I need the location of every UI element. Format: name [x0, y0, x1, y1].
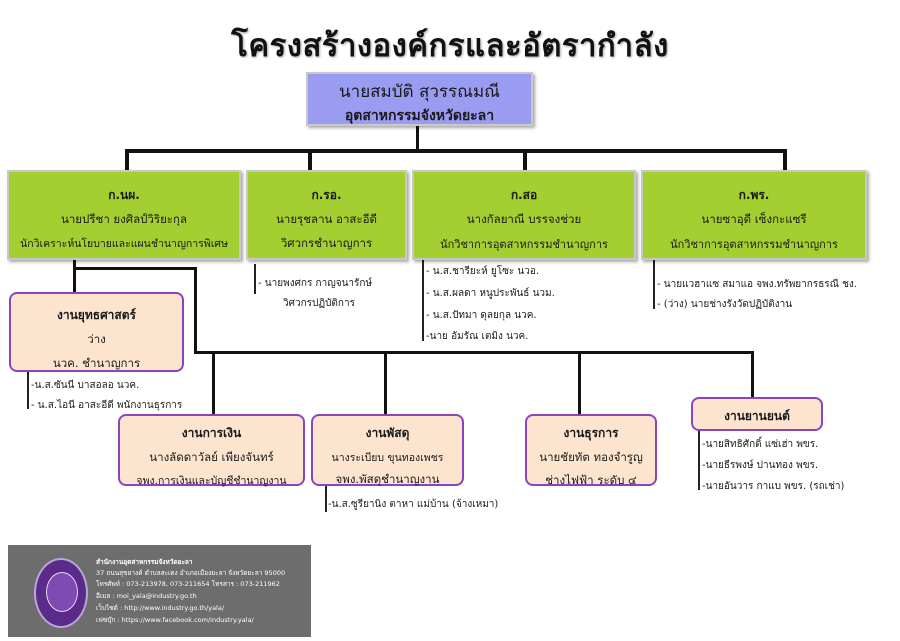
staff-item: -น.ส.ซูรียานิง ตาหา แม่บ้าน (จ้างเหมา) [328, 499, 499, 510]
staff-item: - น.ส.ไอนี อาสะอีดี พนักงานธุรการ [31, 400, 183, 411]
director-box: นายสมบัติ สุวรรณมณี อุตสาหกรรมจังหวัดยะล… [306, 72, 533, 126]
unit-title: งานยานยนต์ [724, 409, 790, 423]
division-code: ก.สอ [510, 188, 538, 202]
unit-head-position: จพง.พัสดุชำนาญงาน [335, 472, 440, 486]
staff-item: - น.ส.ปัทมา ดุลยกุล นวค. [426, 310, 537, 321]
staff-item: -นายสิทธิศักดิ์ แซ่เฮ่า พขร. [702, 439, 819, 450]
director-position: อุตสาหกรรมจังหวัดยะลา [344, 108, 495, 124]
staff-item: - นายพงศกร กาญจนารักษ์ [258, 278, 373, 289]
division-head-position: นักวิเคราะห์นโยบายและแผนชำนาญการพิเศษ [20, 238, 228, 250]
division-box-ro: ก.รอ. นายรุชลาน อาสะอีดี วิศวกรชำนาญการ [246, 170, 407, 260]
contact-panel: สำนักงานอุตสาหกรรมจังหวัดยะลา 37 ถนนสุขย… [8, 545, 311, 637]
staff-item: -น.ส.ซันนี บาสอลอ นวค. [31, 380, 140, 391]
unit-head-name: นายชัยทัต ทองจำรูญ [539, 450, 643, 464]
division-head-name: นายปรีชา ยงศิลป์วิริยะกุล [60, 212, 187, 226]
division-code: ก.รอ. [311, 188, 342, 202]
unit-head-name: นางระเบียบ ขุนทองเพชร [331, 452, 444, 464]
unit-title: งานการเงิน [181, 426, 242, 440]
staff-item: - น.ส.ชารียะห์ ยูโซะ นวอ. [426, 266, 540, 277]
unit-title: งานยุทธศาสตร์ [57, 308, 136, 322]
vehicle-unit-box: งานยานยนต์ [691, 397, 823, 431]
staff-item: -นายอันวาร กาแบ พขร. (รถเช่า) [702, 481, 845, 492]
staff-item: - นายแวฮาแซ สมาแอ จพง.ทรัพยากรธรณี ชง. [657, 279, 857, 290]
division-head-position: นักวิชาการอุตสาหกรรมชำนาญการ [440, 238, 608, 251]
contact-org: สำนักงานอุตสาหกรรมจังหวัดยะลา [96, 558, 193, 566]
division-code: ก.นผ. [108, 188, 140, 202]
division-head-name: นายรุชลาน อาสะอีดี [276, 212, 377, 226]
director-name: นายสมบัติ สุวรรณมณี [339, 82, 500, 102]
division-box-pr: ก.พร. นายซาอุดี เซ็งกะแซรี นักวิชาการอุต… [641, 170, 867, 260]
unit-line: นวค. ชำนาญการ [52, 356, 141, 370]
finance-unit-box: งานการเงิน นางลัดดาวัลย์ เพียงจันทร์ จพง… [118, 414, 305, 487]
supply-unit-box: งานพัสดุ นางระเบียบ ขุนทองเพชร จพง.พัสดุ… [311, 414, 464, 486]
division-box-so: ก.สอ นางกัลยาณี บรรจงช่วย นักวิชาการอุตส… [412, 170, 636, 260]
division-head-position: วิศวกรชำนาญการ [280, 236, 373, 250]
contact-email: อีเมล : moi_yala@industry.go.th [96, 592, 197, 600]
unit-head-name: นางลัดดาวัลย์ เพียงจันทร์ [149, 450, 274, 464]
admin-unit-box: งานธุรการ นายชัยทัต ทองจำรูญ ช่างไฟฟ้า ร… [525, 414, 657, 487]
unit-line: ว่าง [87, 332, 106, 346]
unit-head-position: ช่างไฟฟ้า ระดับ ๔ [545, 473, 637, 487]
staff-item: -นาย อัมรัณ เตมิง นวค. [426, 331, 529, 342]
division-head-position: นักวิชาการอุตสาหกรรมชำนาญการ [670, 238, 838, 251]
unit-head-position: จพง.การเงินและบัญชีชำนาญงาน [136, 475, 287, 487]
contact-facebook: เฟซบุ๊ก : https://www.facebook.com/indus… [96, 616, 254, 624]
staff-item: - (ว่าง) นายช่างรังวัดปฏิบัติงาน [657, 299, 793, 310]
staff-item: -นายธีรพงษ์ ปานทอง พขร. [702, 460, 819, 471]
division-code: ก.พร. [738, 188, 770, 202]
division-head-name: นายซาอุดี เซ็งกะแซรี [701, 212, 807, 226]
contact-website: เว็บไซต์ : http://www.industry.go.th/yal… [96, 604, 225, 612]
staff-item: วิศวกรปฏิบัติการ [283, 298, 355, 309]
page-title: โครงสร้างองค์กรและอัตรากำลัง [231, 28, 669, 64]
ministry-seal-logo [34, 558, 88, 628]
staff-item: - น.ส.ผลดา หนูประพันธ์ นวม. [426, 288, 555, 299]
contact-address: 37 ถนนสุขยางค์ ตำบลสะเตง อำเภอเมืองยะลา … [96, 569, 286, 577]
contact-phone: โทรศัพท์ : 073-213978, 073-211654 โทรสาร… [96, 580, 280, 588]
division-box-planning: ก.นผ. นายปรีชา ยงศิลป์วิริยะกุล นักวิเคร… [7, 170, 241, 260]
unit-title: งานพัสดุ [365, 426, 410, 440]
division-head-name: นางกัลยาณี บรรจงช่วย [466, 212, 582, 226]
strategy-unit-box: งานยุทธศาสตร์ ว่าง นวค. ชำนาญการ [9, 292, 184, 372]
unit-title: งานธุรการ [563, 426, 619, 440]
